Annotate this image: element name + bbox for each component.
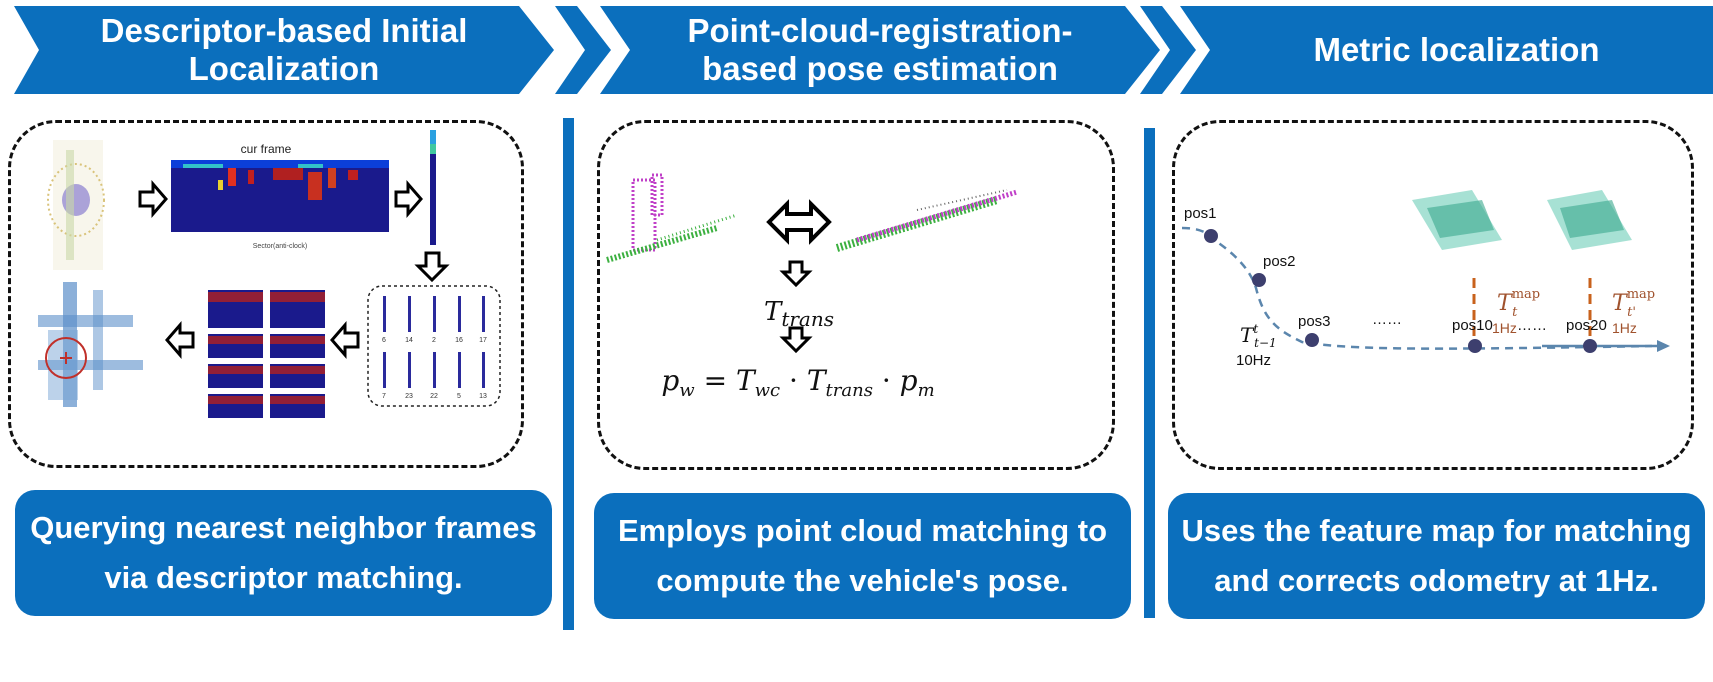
scan-context-heatmap: Sector(anti-clock) <box>171 160 389 250</box>
candidate-id: 7 <box>382 393 386 400</box>
pose-label: pos20 <box>1566 317 1607 334</box>
candidate-id: 13 <box>479 393 487 400</box>
arrow-right-icon <box>394 179 423 219</box>
candidate-id: 22 <box>430 393 438 400</box>
stage-2-title: Point-cloud-registration-based pose esti… <box>687 12 1073 87</box>
map-tile-icon <box>1547 190 1632 250</box>
arrow-right-icon <box>138 179 168 219</box>
location-marker-icon <box>45 337 87 379</box>
map-rate-1: 1Hz <box>1492 320 1517 336</box>
ellipsis-2: …… <box>1517 317 1547 334</box>
candidate-heatmap-grid <box>208 290 325 418</box>
candidate-id: 14 <box>405 337 413 344</box>
candidate-id: 17 <box>479 337 487 344</box>
pose-label: pos1 <box>1184 205 1217 222</box>
pose-node <box>1468 339 1482 353</box>
pose-node <box>1583 339 1597 353</box>
pose-equation: pw = Twc · Ttrans · pm <box>661 364 934 401</box>
transform-label: Ttrans <box>764 297 834 331</box>
arrow-left-icon <box>165 320 195 360</box>
candidate-id: 23 <box>405 393 413 400</box>
pose-node <box>1204 229 1218 243</box>
lidar-scan-icon <box>47 140 105 270</box>
double-arrow-icon <box>766 199 832 245</box>
stage-1-chevron <box>555 6 611 94</box>
panel-registration <box>597 120 1115 470</box>
odometry-rate: 10Hz <box>1236 352 1271 369</box>
candidate-id: 6 <box>382 337 386 344</box>
candidate-id: 2 <box>432 337 436 344</box>
panel-1-illustration: cur frame Sector(anti-clock) <box>38 130 501 418</box>
scan-context-title: cur frame <box>241 142 292 156</box>
pose-node <box>1252 273 1266 287</box>
panel-2-illustration: Ttrans pw = Twc · Ttrans · pm <box>606 173 1018 401</box>
divider-1 <box>563 118 574 630</box>
divider-2 <box>1144 128 1155 618</box>
ring-key-vector <box>430 130 436 245</box>
global-map-icon <box>38 282 143 407</box>
panel-descriptor <box>8 120 524 468</box>
stage-3-banner: Metric localization <box>1180 6 1713 94</box>
stage-2-chevron <box>1140 6 1196 94</box>
pose-label: pos3 <box>1298 313 1331 330</box>
scan-context-xlabel: Sector(anti-clock) <box>253 243 307 250</box>
stage-2-banner: Point-cloud-registration-based pose esti… <box>600 6 1160 94</box>
map-rate-2: 1Hz <box>1612 320 1637 336</box>
panel-metric <box>1172 120 1694 470</box>
arrow-down-icon <box>779 326 813 354</box>
source-point-cloud <box>606 173 738 263</box>
arrow-down-icon <box>779 260 813 288</box>
pose-node <box>1305 333 1319 347</box>
arrow-left-icon <box>330 320 360 360</box>
arrow-head-icon <box>1657 340 1670 352</box>
pose-label: pos2 <box>1263 253 1296 270</box>
trajectory-path <box>1181 226 1653 350</box>
pose-label: pos10 <box>1452 317 1493 334</box>
candidate-id: 5 <box>457 393 461 400</box>
map-tile-icon <box>1412 190 1502 250</box>
candidate-id: 16 <box>455 337 463 344</box>
candidate-bars <box>383 296 485 388</box>
ellipsis-1: …… <box>1372 311 1402 328</box>
arrow-down-icon <box>414 251 450 283</box>
stage-3-title: Metric localization <box>1313 31 1600 68</box>
target-point-cloud <box>835 189 1018 252</box>
